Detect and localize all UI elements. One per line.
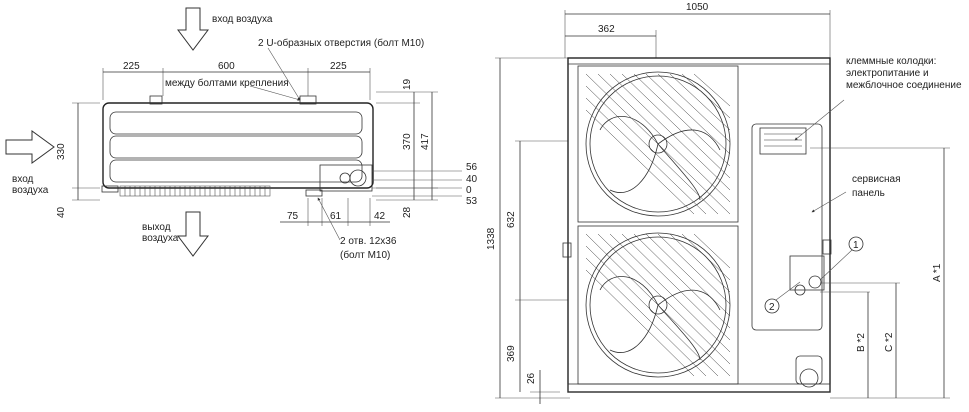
dim-225-left: 225 [123, 61, 140, 72]
callout-2: 2 [769, 302, 775, 313]
dim-362: 362 [598, 24, 615, 35]
dim-40-left: 40 [56, 206, 67, 218]
air-out-label-2: воздуха [142, 233, 179, 244]
dim-330: 330 [56, 143, 67, 160]
holes-label-2: (болт M10) [340, 249, 390, 261]
dim-19: 19 [402, 78, 413, 90]
dim-1338: 1338 [486, 227, 497, 250]
callout-1: 1 [853, 240, 859, 251]
air-in-left-label-1: вход [12, 174, 34, 185]
dim-a1: A *1 [932, 263, 943, 282]
dim-75: 75 [287, 211, 299, 222]
left-dimensions: 330 40 [56, 102, 100, 218]
service-panel-label-2: панель [852, 188, 885, 199]
dim-c2: C *2 [884, 332, 895, 352]
air-out-label-1: выход [142, 222, 171, 233]
dim-600: 600 [218, 61, 235, 72]
callout-2-circle [764, 298, 780, 314]
front-view: 1050 362 1338 632 369 26 [486, 2, 962, 404]
dim-28: 28 [402, 206, 413, 218]
terminal-label-2: электропитание и [846, 68, 929, 79]
dim-b2: B *2 [856, 333, 867, 352]
dim-0: 0 [466, 185, 472, 196]
right-dimensions: 19 370 417 28 56 40 0 53 [372, 78, 478, 218]
terminal-label-1: клеммные колодки: [846, 56, 936, 67]
dim-26: 26 [526, 372, 537, 384]
between-bolts-label: между болтами крепления [165, 77, 289, 89]
dim-632: 632 [506, 211, 517, 228]
callout-1-circle [848, 236, 864, 252]
dim-370: 370 [402, 133, 413, 150]
air-in-arrow-top [177, 7, 209, 51]
top-dimensions: 225 600 225 2 U-образных отверстия (болт… [102, 37, 424, 101]
dim-417: 417 [420, 133, 431, 150]
dim-1050: 1050 [686, 2, 709, 13]
service-panel-label-1: сервисная [852, 174, 901, 185]
terminal-label-3: межблочное соединение [846, 79, 962, 91]
bottom-dimensions: 75 61 42 2 отв. 12x36 (болт M10) [280, 197, 397, 261]
air-in-arrow-left [5, 130, 55, 164]
dim-53: 53 [466, 196, 478, 207]
unit-top-outline [101, 95, 374, 197]
holes-label-1: 2 отв. 12x36 [340, 236, 397, 247]
front-width-dimension: 1050 362 [564, 2, 831, 58]
dim-56: 56 [466, 162, 478, 173]
air-in-left-label-2: воздуха [12, 185, 49, 196]
u-holes-label: 2 U-образных отверстия (болт M10) [258, 37, 424, 49]
dim-42: 42 [374, 211, 386, 222]
dim-369: 369 [506, 345, 517, 362]
dim-40-right: 40 [466, 174, 478, 185]
dim-61: 61 [330, 211, 342, 222]
air-out-arrow [177, 211, 209, 257]
air-in-top-label: вход воздуха [212, 14, 273, 25]
front-labels: клеммные колодки: электропитание и межбл… [764, 56, 962, 399]
top-view: вход воздуха вход воздуха выход воздуха [5, 7, 478, 261]
dim-225-right: 225 [330, 61, 347, 72]
unit-front-outline [562, 57, 832, 393]
